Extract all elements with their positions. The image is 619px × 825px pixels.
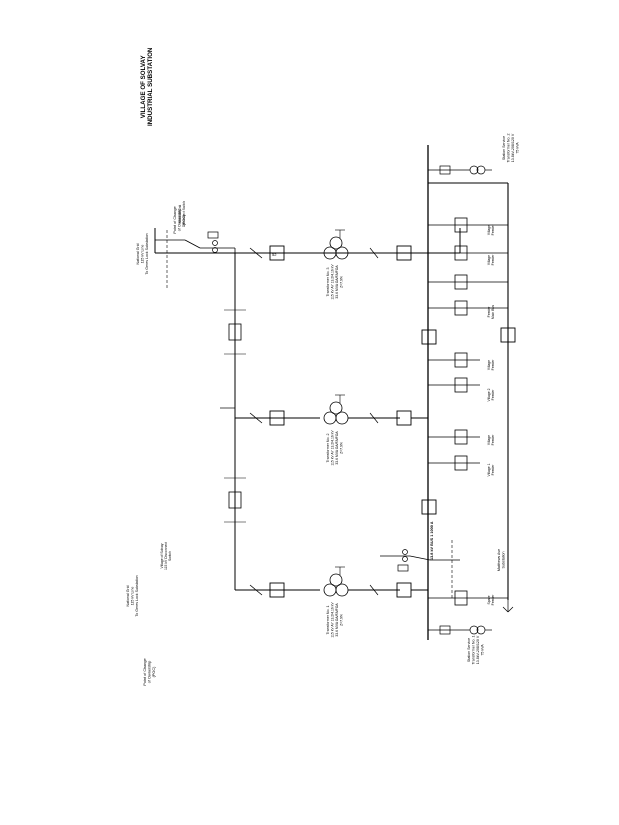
- station-service-transformer-bottom: [428, 625, 492, 635]
- label-poc-top: Point of Change of Ownership (POC): [173, 206, 186, 233]
- feeder-5-line-2: Feeder: [491, 224, 495, 236]
- ng-switch-line-1: National Grid: [178, 204, 182, 223]
- station-service-bottom-line-4: 75 kVA: [481, 644, 485, 656]
- feeder-3-line-1: Feeder: [487, 306, 491, 318]
- village-switch-line-3: Switch: [168, 551, 172, 561]
- feeder-1-line-2: Feeder: [491, 464, 495, 476]
- mv-bus-label: 13.8 kV BUS 1 1000 A: [430, 521, 434, 560]
- poc-top-line-2: of Ownership: [178, 209, 182, 231]
- matthews-line-1: Matthews Ave: [497, 549, 501, 571]
- transformer-branch-2: [235, 394, 428, 426]
- station-service-bottom-line-2: Transformer No. 1: [472, 635, 476, 664]
- feeder-lower-1-line-2: Feeder: [491, 434, 495, 446]
- label-feeder-2: Village 2 Feeder: [487, 388, 495, 401]
- transformer-1-line-2: 115 kV AY 13.2/4.16 kV: [331, 602, 335, 638]
- spare-line-2: Feeder: [491, 594, 495, 606]
- feeder-4-line-2: Feeder: [491, 254, 495, 266]
- label-grid-top: National Grid 115 kV Line To Geres Lock …: [136, 233, 149, 274]
- feeder-2-line-2: Feeder: [491, 389, 495, 401]
- transformer-2-line-4: Z=7.9%: [340, 442, 344, 454]
- transformer-1-line-3: 33.6 MVA OA/FA/FOA: [335, 603, 339, 637]
- feeder-lower-2-line-1: Village: [487, 360, 491, 370]
- transformer-branch-1: 52: [235, 229, 428, 261]
- label-station-service-bottom: Station Service Transformer No. 1 13.8kV…: [467, 635, 485, 664]
- label-village-switch: Village of Solvay 115 kV Disconnect Swit…: [160, 542, 172, 570]
- transformer-3-line-2: 115 kV AY 13.2/4.16 kV: [331, 264, 335, 300]
- transformer-3-line-4: Z=7.9%: [340, 276, 344, 288]
- label-poc-bottom: Point of Change of Ownership (POC): [143, 658, 156, 685]
- village-switch-line-2: 115 kV Disconnect: [164, 542, 168, 570]
- transformer-1-line-4: Z=7.9%: [340, 614, 344, 626]
- feeder-4-line-1: Village: [487, 255, 491, 265]
- grid-bottom-line-1: National Grid: [126, 586, 130, 607]
- label-transformer-1: Transformer No. 1 115 kV AY 13.2/4.16 kV…: [326, 602, 344, 638]
- label-feeder-3: Feeder Main Bus: [487, 305, 495, 319]
- hv-tie-breaker-1: [224, 309, 246, 355]
- poc-bottom-line-3: (POC): [152, 666, 156, 677]
- label-station-service-top: Station Service Transformer No. 2 13.8kV…: [502, 133, 520, 162]
- feeder-1-line-1: Village 1: [487, 463, 491, 476]
- poc-top-line-3: (POC): [182, 214, 186, 225]
- hv-tie-breaker-2: [224, 477, 246, 523]
- station-service-bottom-line-1: Station Service: [467, 638, 471, 662]
- grid-bottom-line-3: To Geres Lock Substation: [135, 575, 139, 616]
- grid-top-line-3: To Geres Lock Substation: [145, 233, 149, 274]
- label-transformer-3: Transformer No. 3 115 kV AY 13.2/4.16 kV…: [326, 264, 344, 300]
- label-feeder-lower-2: Village Feeder: [487, 359, 495, 371]
- feeder-group-upper: [428, 217, 508, 471]
- label-spare-feeder: Spare Feeder: [487, 594, 495, 606]
- station-service-bottom-line-3: 13.8kV-208/120 V: [476, 635, 480, 664]
- poc-bottom-line-1: Point of Change: [143, 658, 147, 685]
- transformer-2-line-3: 33.6 MVA OA/FA/FOA: [335, 431, 339, 465]
- matthews-line-2: Substation: [502, 552, 506, 569]
- feeder-3-line-2: Main Bus: [491, 305, 495, 319]
- feeder-2-line-1: Village 2: [487, 388, 491, 401]
- label-feeder-1: Village 1 Feeder: [487, 463, 495, 476]
- transformer-2-line-1: Transformer No. 2: [326, 433, 330, 462]
- label-grid-bottom: National Grid 115 kV Line To Geres Lock …: [126, 575, 139, 616]
- secondary-bus-breaker: [500, 327, 516, 343]
- feeder-group-lower: [428, 590, 514, 613]
- label-transformer-2: Transformer No. 2 115 kV AY 13.2/4.16 kV…: [326, 430, 344, 466]
- transformer-1-line-1: Transformer No. 1: [326, 605, 330, 634]
- ng-switch-line-2: Disconnect Switch: [182, 201, 186, 227]
- grid-bottom-line-2: 115 kV Line: [131, 587, 135, 606]
- transformer-2-line-2: 115 kV AY 13.2/4.16 kV: [331, 430, 335, 466]
- station-service-top-line-4: 75 kVA: [516, 142, 520, 154]
- village-switch-line-1: Village of Solvay: [160, 543, 164, 568]
- feeder-5-line-1: Village: [487, 225, 491, 235]
- poc-bottom-line-2: of Ownership: [148, 661, 152, 683]
- station-service-top-line-3: 13.8kV-208/120 V: [511, 133, 515, 162]
- station-service-top-line-2: Transformer No. 2: [507, 133, 511, 162]
- label-feeder-4: Village Feeder: [487, 254, 495, 266]
- label-ng-switch: National Grid Disconnect Switch: [178, 201, 186, 227]
- bus-tie-breaker-1: [421, 329, 437, 345]
- poc-top-line-1: Point of Change: [173, 206, 177, 233]
- label-feeder-lower-1: Village Feeder: [487, 434, 495, 446]
- bus-tie-breaker-2: [421, 499, 437, 515]
- svg-text:52: 52: [272, 252, 277, 257]
- incoming-column-top: [155, 231, 236, 253]
- grid-top-line-2: 115 kV Line: [141, 245, 145, 264]
- feeder-lower-1-line-1: Village: [487, 435, 491, 445]
- incoming-column-bottom: [380, 549, 460, 572]
- transformer-branch-3: [235, 566, 428, 598]
- station-service-top-line-1: Station Service: [502, 136, 506, 160]
- transformer-3-line-1: Transformer No. 3: [326, 267, 330, 296]
- label-matthews-ave: Matthews Ave Substation: [497, 549, 506, 571]
- transformer-3-line-3: 33.6 MVA OA/FA/FOA: [335, 265, 339, 299]
- feeder-lower-2-line-2: Feeder: [491, 359, 495, 371]
- spare-line-1: Spare: [487, 595, 491, 604]
- grid-top-line-1: National Grid: [136, 244, 140, 265]
- station-service-transformer-top: [428, 165, 492, 175]
- label-feeder-5: Village Feeder: [487, 224, 495, 236]
